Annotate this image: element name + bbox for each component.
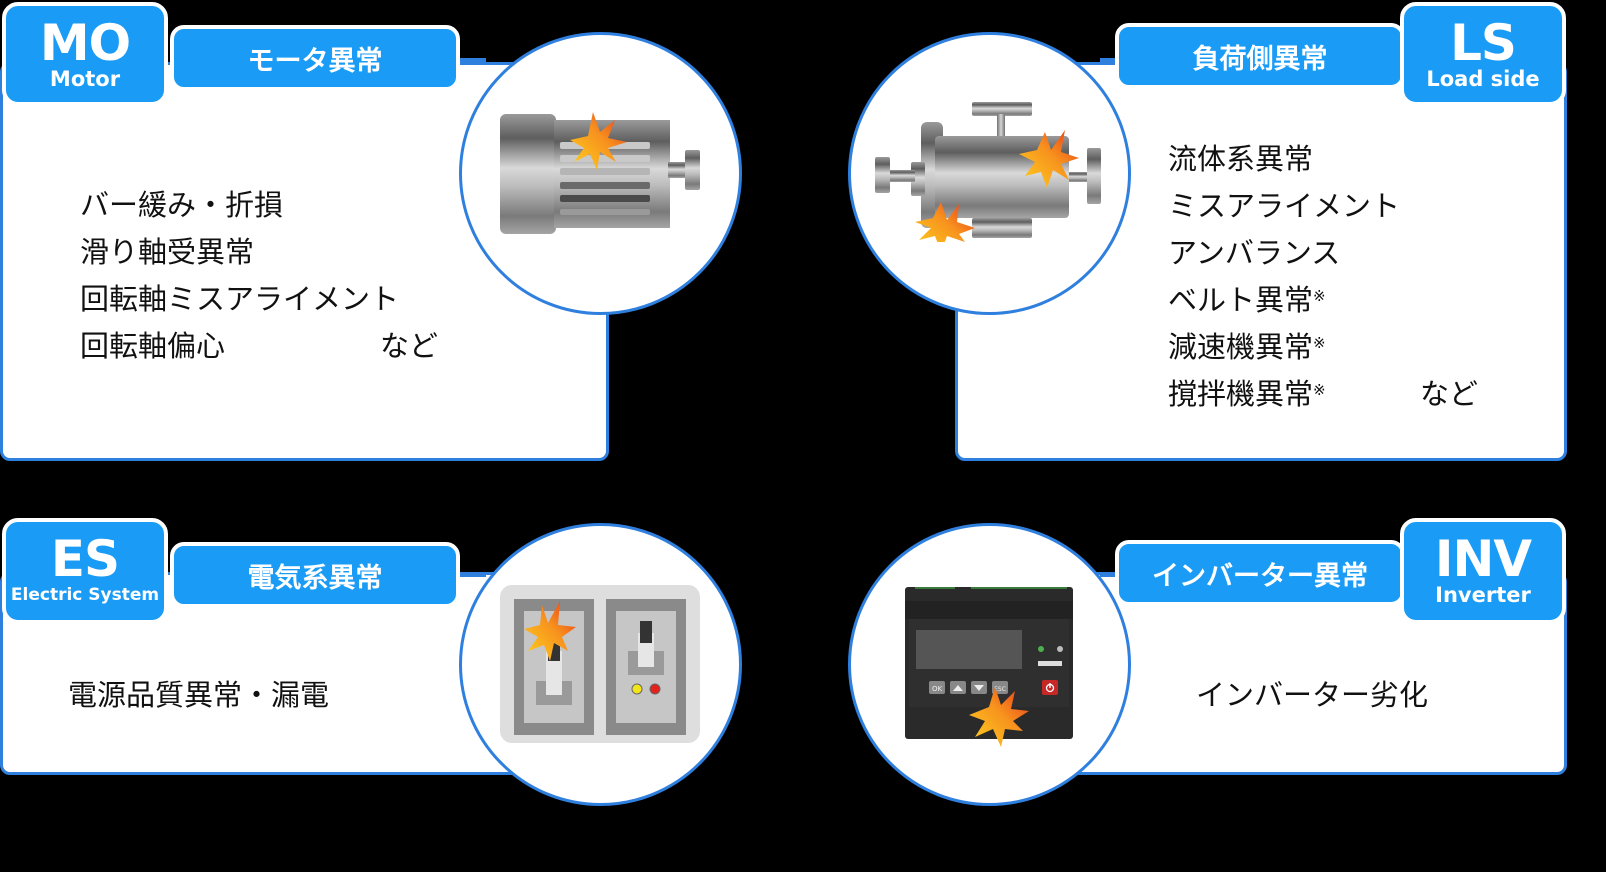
load-side-item: ベルト異常※ (1168, 277, 1400, 324)
load-side-code: LS (1450, 14, 1517, 72)
inverter-code: INV (1434, 530, 1532, 588)
inverter-code-sub: Inverter (1435, 583, 1531, 607)
motor-code-sub: Motor (49, 67, 121, 91)
esc-key-label: ESC (994, 686, 1006, 693)
pump-icon (875, 102, 1105, 252)
motor-title-text: モータ異常 (247, 45, 383, 77)
electric-item: 電源品質異常・漏電 (68, 678, 330, 712)
inverter-title: インバーター異常 (1115, 540, 1405, 606)
electric-title: 電気系異常 (170, 542, 460, 608)
electric-code: ES (50, 530, 120, 588)
electric-title-text: 電気系異常 (247, 562, 383, 594)
motor-connector (456, 58, 486, 62)
load-side-item: アンバランス (1168, 230, 1400, 277)
load-side-etc: など (1420, 377, 1479, 411)
note-mark: ※ (1313, 334, 1326, 352)
motor-item-text: 回転軸偏心 (80, 329, 226, 363)
motor-items: バー緩み・折損 滑り軸受異常 回転軸ミスアライメント 回転軸偏心 など (80, 182, 438, 370)
load-side-item-text: ミスアライメント (1168, 189, 1401, 223)
motor-title: モータ異常 (170, 25, 460, 91)
electric-connector (456, 573, 486, 577)
note-mark: ※ (1313, 381, 1326, 399)
electric-code-sub: Electric System (10, 585, 160, 605)
load-side-code-sub: Load side (1426, 67, 1540, 91)
motor-code-badge: MO Motor (2, 2, 168, 106)
note-mark: ※ (1313, 287, 1326, 305)
inverter-title-text: インバーター異常 (1152, 560, 1368, 592)
inverter-item: インバーター劣化 (1196, 678, 1429, 712)
motor-icon (500, 112, 710, 241)
load-side-items: 流体系異常 ミスアライメント アンバランス ベルト異常※ 減速機異常※ 撹拌機異… (1168, 136, 1478, 418)
load-side-item: 撹拌機異常※ など (1168, 371, 1478, 418)
motor-code: MO (39, 14, 131, 72)
load-side-item-text: ベルト異常 (1168, 283, 1314, 317)
load-side-item-text: アンバランス (1168, 236, 1341, 270)
load-side-item-text: 減速機異常 (1168, 330, 1314, 364)
load-side-code-badge: LS Load side (1400, 2, 1566, 106)
load-side-item: 流体系異常 (1168, 136, 1400, 183)
electric-code-badge: ES Electric System (2, 518, 168, 624)
ok-key-label: OK (932, 685, 943, 693)
inverter-code-badge: INV Inverter (1400, 518, 1566, 624)
inverter-icon: OK ESC (905, 587, 1075, 751)
motor-item: 滑り軸受異常 (80, 235, 255, 269)
motor-item: 回転軸ミスアライメント (80, 282, 400, 316)
load-side-item: 減速機異常※ (1168, 324, 1400, 371)
load-side-item: ミスアライメント (1168, 183, 1400, 230)
load-side-item-text: 撹拌機異常 (1168, 377, 1314, 411)
motor-item: 回転軸偏心 など (80, 323, 438, 370)
motor-item: バー緩み・折損 (80, 188, 284, 222)
load-side-title-text: 負荷側異常 (1192, 43, 1328, 75)
breaker-icon (500, 585, 700, 749)
load-side-title: 負荷側異常 (1115, 23, 1405, 89)
motor-etc: など (380, 329, 439, 363)
load-side-item-text: 流体系異常 (1168, 142, 1314, 176)
